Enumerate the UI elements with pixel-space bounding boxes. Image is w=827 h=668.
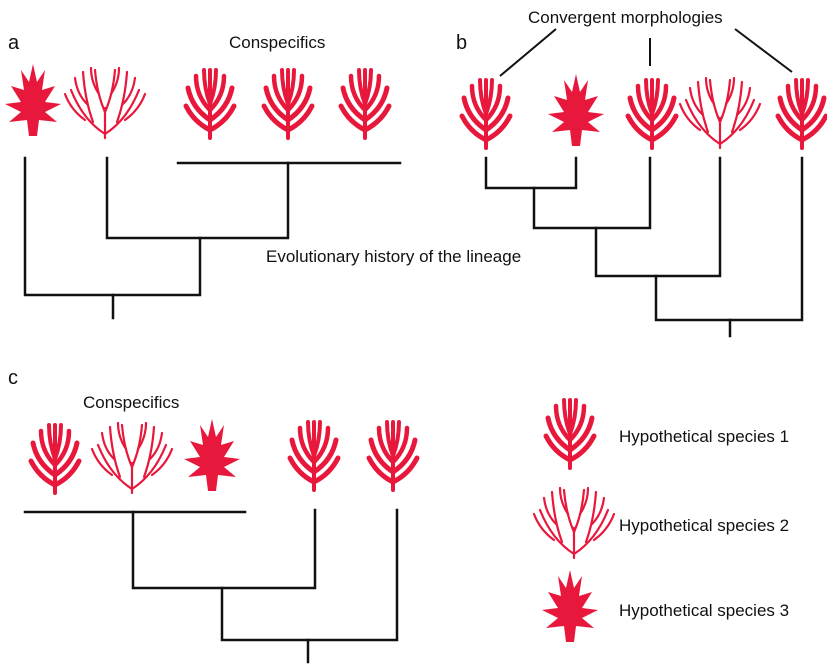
legend-item: Hypothetical species 1 — [546, 400, 789, 468]
legend-species-1-label: Hypothetical species 1 — [619, 427, 789, 446]
convergent-morphologies-label: Convergent morphologies — [528, 8, 723, 27]
panel-c-plant-species-1 — [369, 422, 417, 490]
panel-a-plant-species-1 — [186, 70, 234, 138]
panel-c-plant-species-3 — [184, 419, 240, 491]
panel-a-plant-species-1 — [264, 70, 312, 138]
panel-c-tree — [25, 510, 397, 662]
panel-a-letter: a — [8, 32, 20, 54]
panel-b-plant-species-3 — [548, 74, 604, 146]
panel-a-plant-species-3 — [5, 64, 61, 136]
legend-item: Hypothetical species 3 — [542, 570, 789, 642]
panel-a-conspecifics-label: Conspecifics — [229, 33, 325, 52]
convergent-leader-lines — [500, 29, 792, 76]
panel-c-plant-species-1 — [31, 425, 79, 493]
panel-c-plant-species-2 — [92, 423, 172, 493]
panel-c — [25, 419, 417, 662]
legend-item: Hypothetical species 2 — [534, 488, 789, 558]
panel-b-plant-species-1 — [628, 80, 676, 148]
legend-species-1-icon — [546, 400, 594, 468]
panel-b-plant-species-2 — [680, 78, 760, 148]
panel-b-letter: b — [456, 32, 467, 54]
panel-b-plant-species-1 — [462, 80, 510, 148]
legend-species-2-icon — [534, 488, 614, 558]
evolutionary-history-caption: Evolutionary history of the lineage — [266, 247, 521, 266]
legend-species-3-label: Hypothetical species 3 — [619, 601, 789, 620]
legend-species-3-icon — [542, 570, 598, 642]
panel-b-tree — [486, 158, 802, 336]
legend: Hypothetical species 1 Hypothetical spec… — [534, 400, 789, 642]
panel-a-plant-species-1 — [341, 70, 389, 138]
panel-b-plant-species-1 — [778, 80, 826, 148]
panel-a-plant-species-2 — [65, 68, 145, 138]
panel-b — [462, 29, 826, 336]
panel-a — [5, 64, 400, 318]
panel-c-plant-species-1 — [290, 422, 338, 490]
panel-c-conspecifics-label: Conspecifics — [83, 393, 179, 412]
legend-species-2-label: Hypothetical species 2 — [619, 516, 789, 535]
panel-c-letter: c — [8, 367, 18, 389]
panel-a-tree — [25, 158, 400, 318]
